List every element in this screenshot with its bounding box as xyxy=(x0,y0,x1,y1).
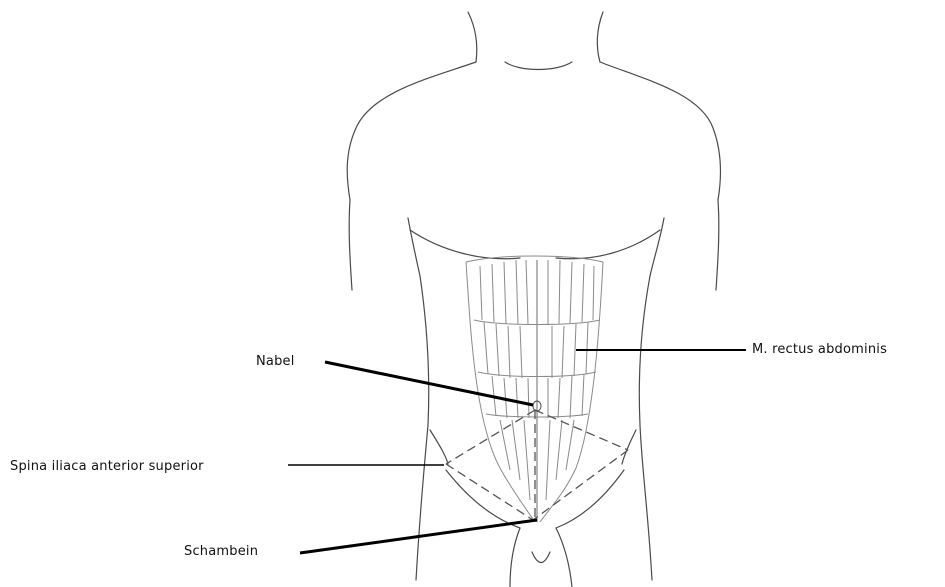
right-armpit xyxy=(650,218,664,276)
collarbone xyxy=(505,62,572,70)
leader-lines xyxy=(288,350,746,553)
crotch xyxy=(532,552,550,563)
left-hip xyxy=(416,425,428,580)
right-hip xyxy=(640,425,652,580)
right-arm-outer xyxy=(716,200,719,290)
label-schambein: Schambein xyxy=(184,544,258,560)
neck-left xyxy=(468,12,477,62)
right-pec xyxy=(556,230,660,259)
left-groin xyxy=(446,470,520,528)
right-asis xyxy=(622,430,636,464)
diamond-upper-left xyxy=(446,410,535,464)
left-arm-outer xyxy=(349,200,352,290)
left-waist xyxy=(420,276,429,425)
left-pec xyxy=(410,230,520,259)
left-shoulder xyxy=(347,62,476,200)
label-spina-iliaca: Spina iliaca anterior superior xyxy=(10,459,204,475)
rectus-top xyxy=(466,256,603,262)
label-nabel: Nabel xyxy=(256,354,295,370)
body-outline xyxy=(347,12,720,587)
left-armpit xyxy=(408,218,420,276)
right-thigh xyxy=(556,528,572,587)
left-thigh xyxy=(510,528,520,587)
left-asis xyxy=(430,430,448,464)
label-rectus-abdominis: M. rectus abdominis xyxy=(752,342,887,358)
right-shoulder xyxy=(600,62,721,200)
neck-right xyxy=(597,12,603,62)
